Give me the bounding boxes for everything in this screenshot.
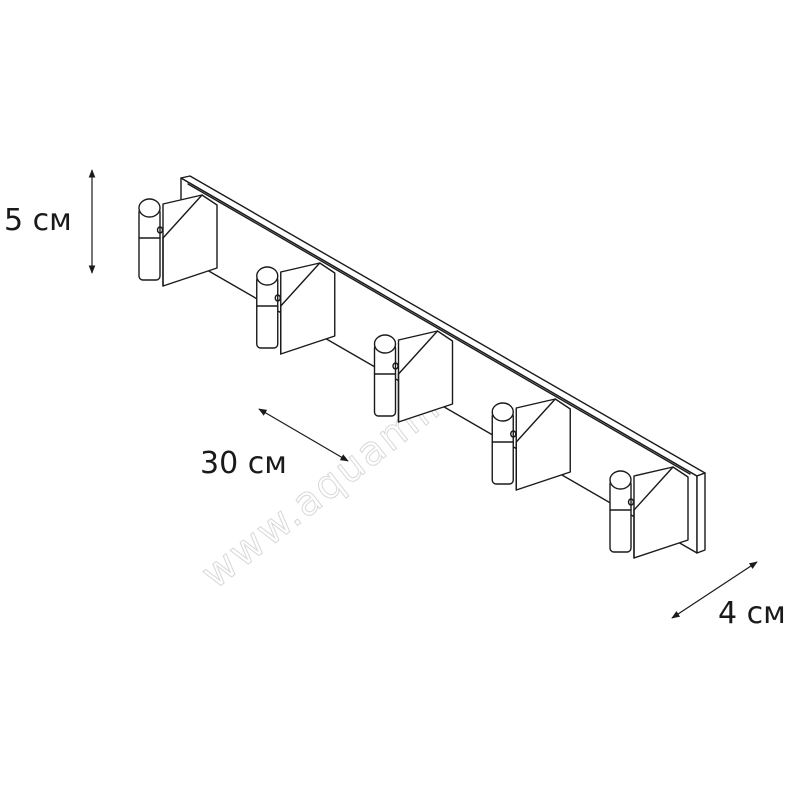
height-label: 5 см <box>4 203 72 238</box>
depth-label: 4 см <box>718 596 786 631</box>
depth-dimension: 4 см <box>671 561 786 631</box>
hook <box>373 330 454 423</box>
length-label: 30 см <box>200 446 287 481</box>
length-dimension: 30 см <box>200 408 349 481</box>
height-dimension: 5 см <box>4 169 96 274</box>
hook <box>609 466 689 559</box>
hook <box>491 398 571 491</box>
hook <box>256 262 336 355</box>
hooks-group <box>138 194 689 559</box>
hook <box>138 194 218 287</box>
